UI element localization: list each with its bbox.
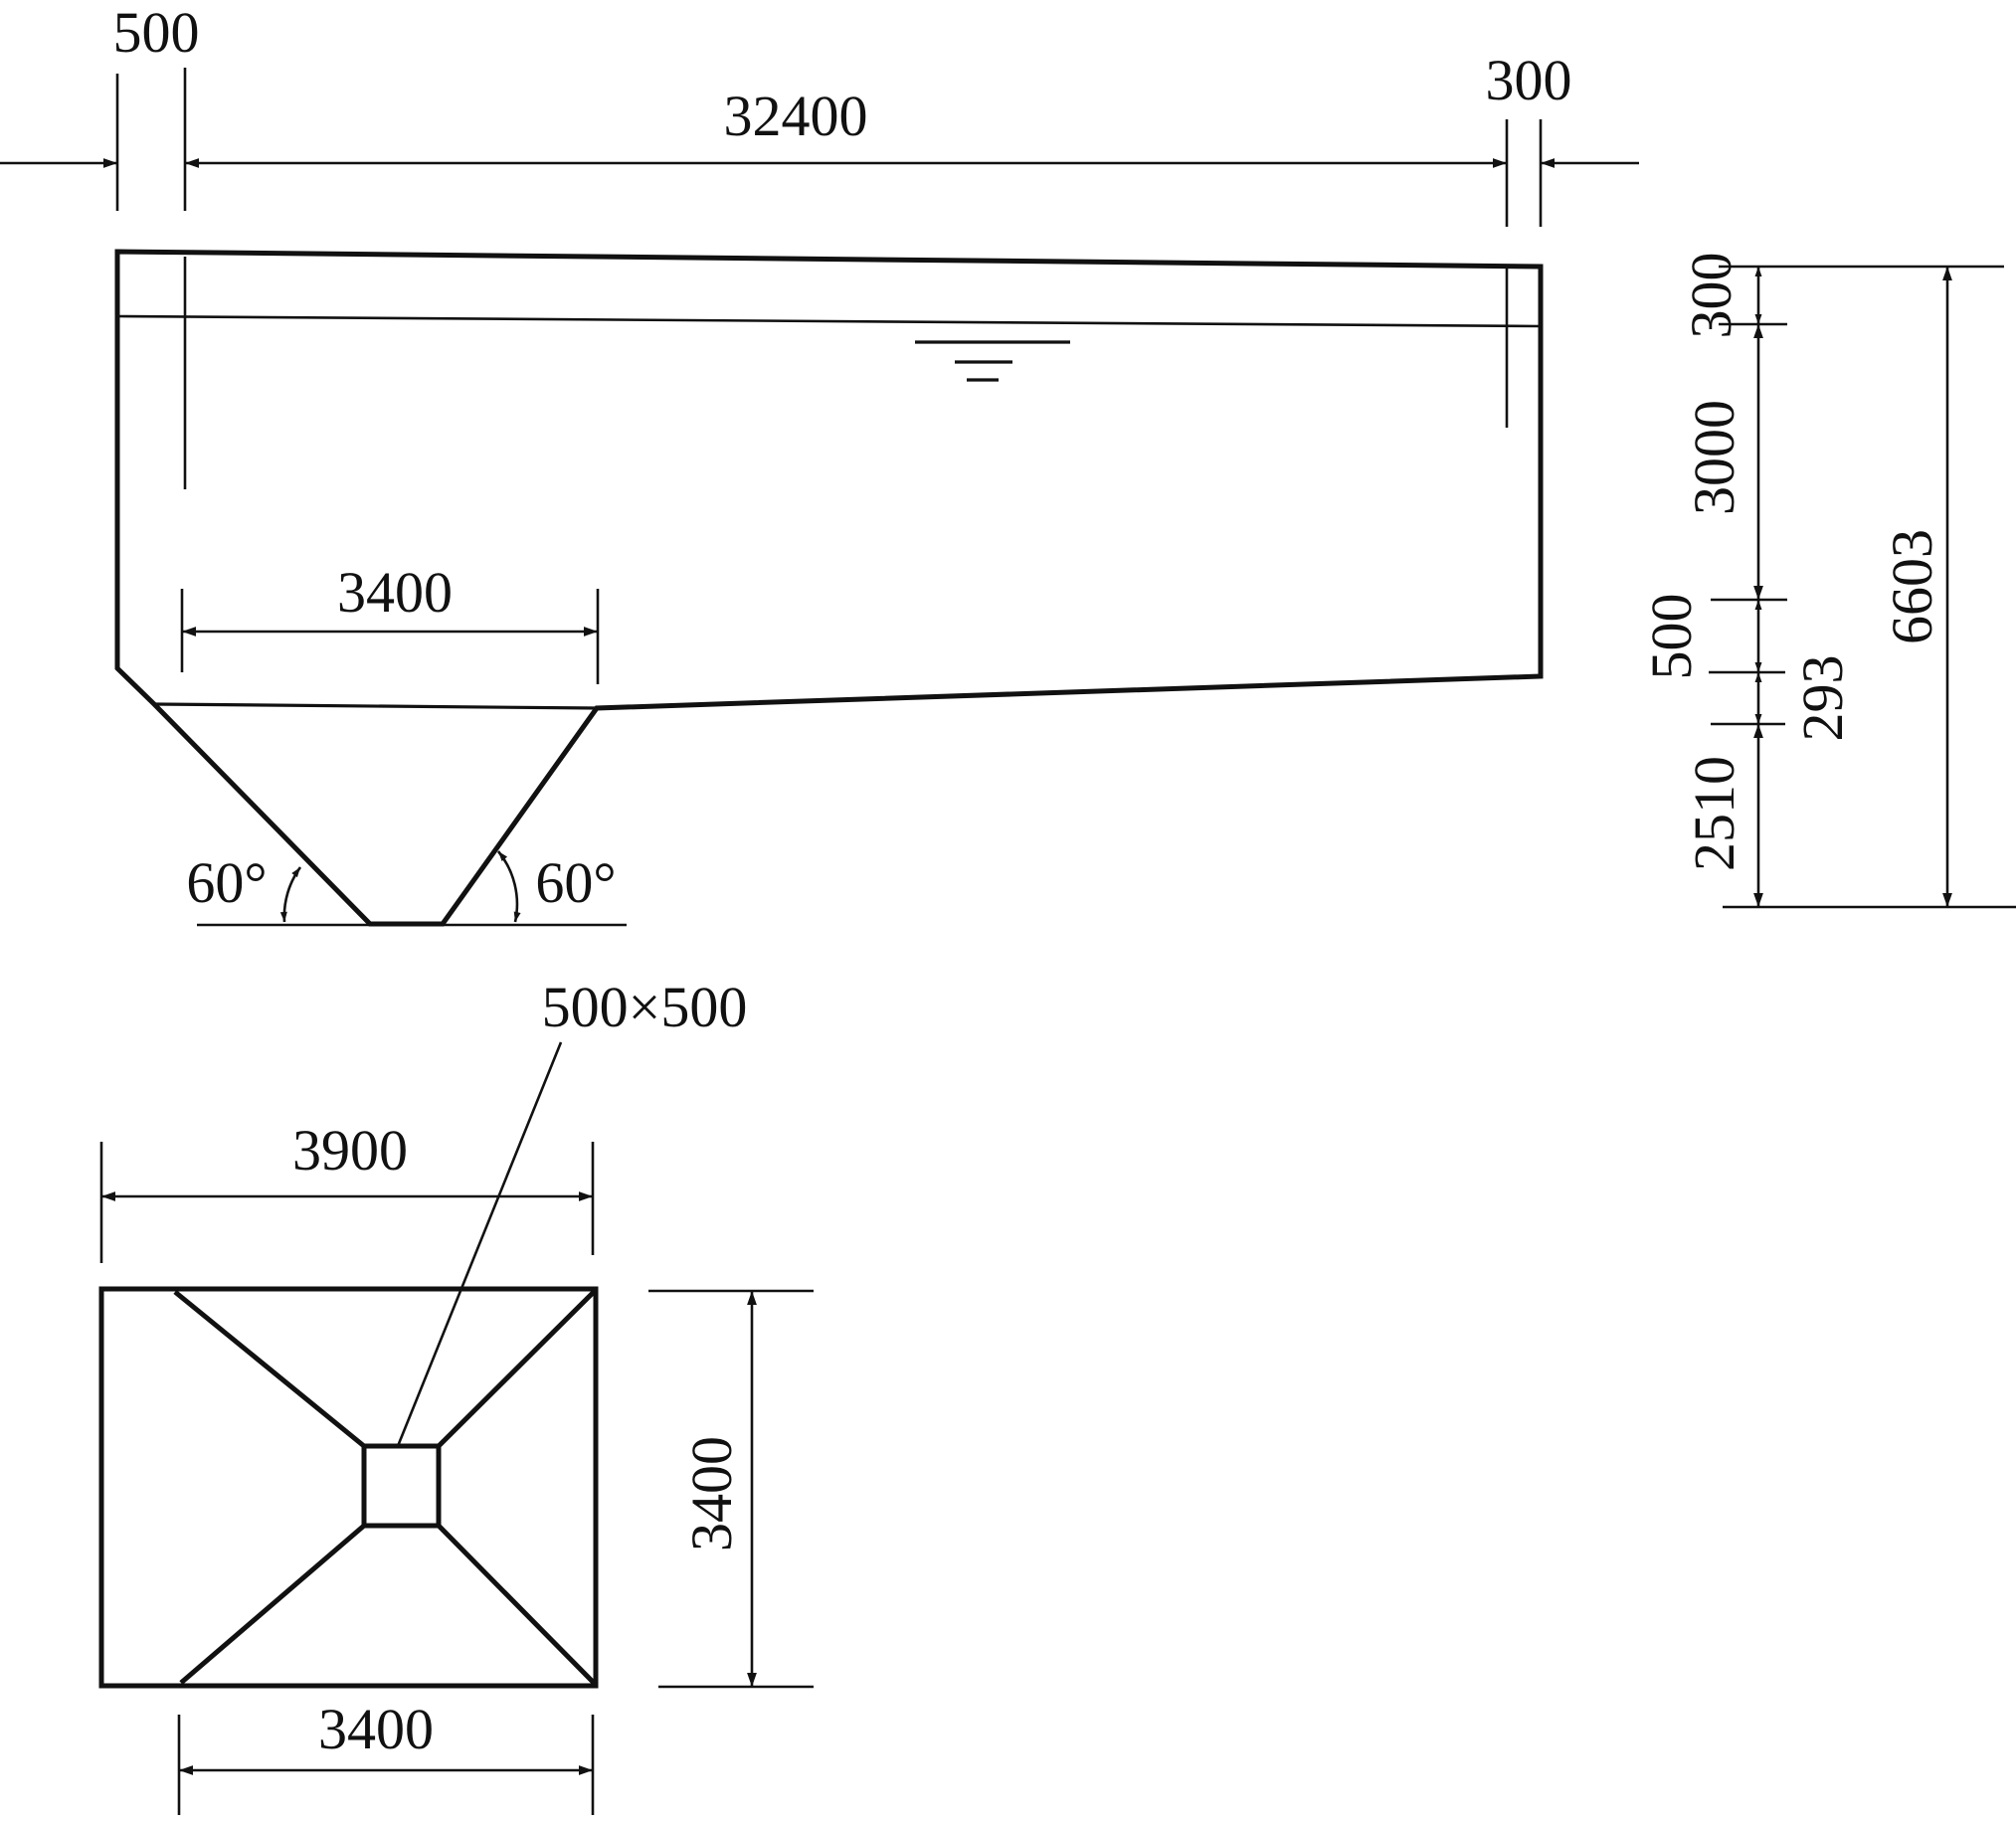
inlet-wall-dim-label: 500 [113,0,200,65]
tank-outline [114,249,1544,927]
buffer-dim-label: 500 [1639,594,1704,680]
plan-side-dim [648,1289,814,1689]
tank-length-dim-label: 32400 [724,84,868,148]
plan-side-dim-label: 3400 [679,1436,744,1551]
plan-top-dim-label: 3900 [292,1118,408,1183]
plan-view: 500×500 3900 3400 3400 [98,975,814,1815]
outlet-wall-dim-label: 300 [1486,48,1572,112]
total-height-dim-label: 6603 [1880,529,1944,644]
hopper-slope-lines [173,1290,596,1685]
elevation-view: 500 32400 300 3400 60° 60° [0,0,2016,927]
right-angle-arc [496,850,521,923]
water-level-symbol [915,340,1070,382]
hopper-top-line [153,702,598,710]
hopper-top-dim [180,589,600,684]
plan-bottom-dim [177,1715,595,1815]
slope-rise-dim-label: 293 [1790,655,1855,742]
left-angle-label: 60° [186,850,267,915]
plan-top-dim [99,1142,595,1263]
outlet-size-label: 500×500 [542,975,748,1039]
hopper-top-dim-label: 3400 [337,560,453,625]
right-angle-label: 60° [535,850,616,915]
freeboard-dim-label: 300 [1679,253,1743,339]
plan-outline [98,1286,599,1689]
plan-bottom-dim-label: 3400 [318,1697,434,1761]
left-angle-arc [279,866,302,923]
hopper-depth-dim-label: 2510 [1682,756,1746,871]
outlet-square [361,1443,442,1529]
outlet-leader-line [396,1041,563,1447]
water-surface-line [116,314,1542,328]
height-extension-lines [1709,265,2016,909]
top-extension-lines [115,68,1543,227]
effective-depth-dim-label: 3000 [1682,400,1746,515]
